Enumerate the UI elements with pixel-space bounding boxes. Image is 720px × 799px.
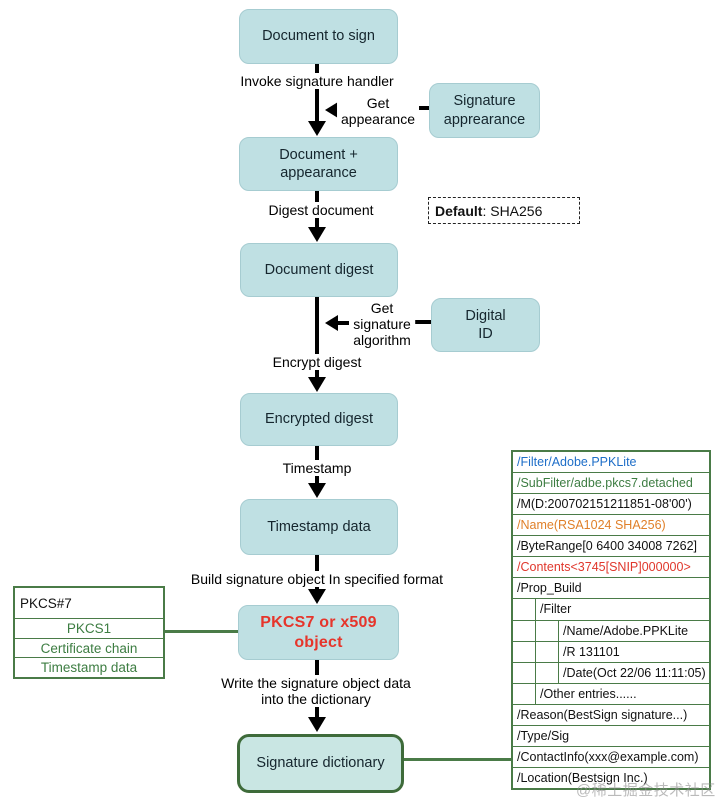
dictionary-table-row: /M(D:200702151211851-08'00') xyxy=(513,493,709,514)
indent-spacer xyxy=(513,662,536,683)
indent-spacer xyxy=(513,620,536,641)
label-write-to-dictionary: Write the signature object data into the… xyxy=(217,675,415,708)
arrow-left-icon xyxy=(325,315,338,331)
indent-spacer xyxy=(513,683,536,704)
box-document-to-sign: Document to sign xyxy=(239,9,398,64)
box-timestamp-data: Timestamp data xyxy=(240,499,398,555)
dictionary-table-cell: /Other entries...... xyxy=(540,686,637,701)
dictionary-table-cell: /Filter xyxy=(540,602,572,617)
signature-dictionary-table: /Filter/Adobe.PPKLite/SubFilter/adbe.pkc… xyxy=(511,450,711,790)
dictionary-table-cell: /Name(RSA1024 SHA256) xyxy=(517,518,666,533)
label-invoke-signature-handler: Invoke signature handler xyxy=(236,73,398,90)
label-build-signature-object: Build signature object In specified form… xyxy=(186,571,448,588)
arrow-down-icon xyxy=(308,483,326,498)
box-digital-id: Digital ID xyxy=(431,298,540,352)
label-digest-document: Digest document xyxy=(264,202,378,219)
arrow-down-icon xyxy=(308,717,326,732)
pkcs7-table-header: PKCS#7 xyxy=(20,595,72,611)
label-get-signature-algorithm: Get signature algorithm xyxy=(349,300,415,349)
dictionary-table-cell: /Contents<3745[SNIP]000000> xyxy=(517,560,691,575)
dictionary-table-cell: /Name/Adobe.PPKLite xyxy=(563,623,689,638)
default-hash-note: Default: SHA256 xyxy=(428,197,580,224)
box-encrypted-digest: Encrypted digest xyxy=(240,393,398,446)
watermark: @稀土掘金技术社区 xyxy=(576,782,716,799)
label-encrypt-digest: Encrypt digest xyxy=(268,354,366,371)
dictionary-table-row: /Name(RSA1024 SHA256) xyxy=(513,514,709,535)
dictionary-table-row: /Prop_Build xyxy=(513,577,709,598)
dictionary-table-row: /Filter/Adobe.PPKLite xyxy=(513,452,709,472)
dictionary-table-row: /Filter xyxy=(513,598,709,620)
dictionary-table-row: /Date(Oct 22/06 11:11:05) xyxy=(513,661,709,683)
dictionary-table-cell: /Location(Bestsign Inc.) xyxy=(517,770,648,785)
box-pkcs7-object: PKCS7 or x509 object xyxy=(238,605,399,660)
dictionary-connector xyxy=(398,758,511,761)
indent-spacer xyxy=(536,662,559,683)
indent-spacer xyxy=(513,641,536,662)
dictionary-table-cell: /Filter/Adobe.PPKLite xyxy=(517,455,637,470)
indent-spacer xyxy=(513,599,536,620)
box-signature-appearance: Signature apprearance xyxy=(429,83,540,138)
dictionary-table-cell: /Reason(BestSign signature...) xyxy=(517,707,688,722)
indent-spacer xyxy=(536,620,559,641)
dictionary-table-cell: /Prop_Build xyxy=(517,581,582,596)
arrow-left-stub xyxy=(337,321,349,325)
dictionary-table-row: /ContactInfo(xxx@example.com) xyxy=(513,745,709,767)
flow-arrow-line-3 xyxy=(315,295,319,378)
dictionary-table-row: /Type/Sig xyxy=(513,724,709,746)
box-document-digest: Document digest xyxy=(240,243,398,297)
arrow-down-icon xyxy=(308,377,326,392)
flow-arrow-line-1 xyxy=(315,62,319,122)
dictionary-table-row: /ByteRange[0 6400 34008 7262] xyxy=(513,535,709,556)
dictionary-table-row: /Contents<3745[SNIP]000000> xyxy=(513,556,709,577)
dictionary-table-row: /R 131101 xyxy=(513,640,709,662)
indent-spacer xyxy=(536,641,559,662)
pkcs7-table-connector xyxy=(165,630,239,633)
label-timestamp: Timestamp xyxy=(278,460,356,477)
dictionary-table-cell: /SubFilter/adbe.pkcs7.detached xyxy=(517,476,693,491)
label-get-appearance: Get appearance xyxy=(337,95,419,128)
default-note-bold: Default xyxy=(435,202,483,219)
arrow-down-icon xyxy=(308,227,326,242)
dictionary-table-cell: /ByteRange[0 6400 34008 7262] xyxy=(517,539,698,554)
dictionary-table-cell: /ContactInfo(xxx@example.com) xyxy=(517,749,699,764)
arrow-left-icon xyxy=(325,102,338,118)
dictionary-table-cell: /R 131101 xyxy=(563,644,620,659)
dictionary-table-cell: /Date(Oct 22/06 11:11:05) xyxy=(563,665,706,680)
pkcs7-table-row: PKCS1 xyxy=(15,618,163,638)
dictionary-table-cell: /Type/Sig xyxy=(517,728,570,743)
dictionary-table-row: /SubFilter/adbe.pkcs7.detached xyxy=(513,472,709,493)
arrow-down-icon xyxy=(308,121,326,136)
dictionary-table-cell: /M(D:200702151211851-08'00') xyxy=(517,497,692,512)
dictionary-table-row: /Reason(BestSign signature...) xyxy=(513,703,709,725)
pkcs7-table-row: Certificate chain xyxy=(15,637,163,658)
algorithm-connector xyxy=(407,320,431,324)
pkcs7-table-row: Timestamp data xyxy=(15,657,163,677)
dictionary-table-row: /Other entries...... xyxy=(513,682,709,704)
box-document-appearance: Document + appearance xyxy=(239,137,398,191)
arrow-down-icon xyxy=(308,589,326,604)
default-note-rest: : SHA256 xyxy=(482,202,543,219)
dictionary-table-row: /Location(Bestsign Inc.) xyxy=(513,766,709,788)
dictionary-table-row: /Name/Adobe.PPKLite xyxy=(513,619,709,641)
box-signature-dictionary: Signature dictionary xyxy=(237,734,404,793)
